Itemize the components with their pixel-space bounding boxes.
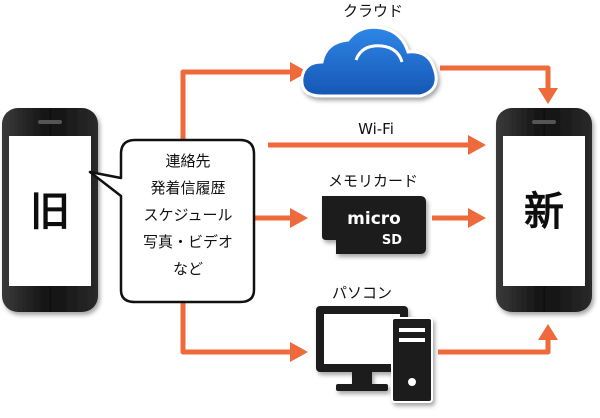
arrow-old-to-cloud: [180, 69, 292, 145]
wifi-label: Wi-Fi: [358, 120, 394, 138]
bubble-line-etc: など: [173, 260, 203, 278]
arrow-head-wifi: [468, 135, 486, 155]
transfer-arrows: [180, 62, 558, 362]
new-phone: 新: [496, 108, 592, 312]
arrow-head-pc-in: [290, 342, 308, 362]
old-phone-label: 旧: [30, 189, 70, 235]
bubble-line-contacts: 連絡先: [165, 152, 210, 170]
old-phone: 旧: [2, 108, 98, 312]
pc-label: パソコン: [332, 284, 392, 302]
arrow-head-pc-out: [538, 324, 558, 340]
memory-card-label: メモリカード: [328, 172, 418, 190]
arrow-head-cloud-out: [538, 88, 558, 104]
arrow-head-card-out: [468, 208, 486, 228]
arrow-cloud-to-new: [440, 65, 551, 90]
new-phone-label: 新: [524, 189, 564, 235]
bubble-line-schedule: スケジュール: [144, 206, 233, 224]
arrow-head-card-in: [290, 208, 308, 228]
microsd-card-icon: micro SD: [322, 196, 426, 254]
cloud-label: クラウド: [343, 2, 403, 20]
bubble-line-call-history: 発着信履歴: [150, 179, 225, 197]
bubble-line-photos-video: 写真・ビデオ: [143, 233, 233, 251]
card-text-sd: SD: [382, 233, 402, 248]
card-text-micro: micro: [347, 209, 401, 229]
arrow-pc-to-new: [438, 338, 551, 355]
arrow-old-to-pc: [180, 302, 292, 355]
desktop-pc-icon: [316, 306, 433, 403]
data-types-bubble: 連絡先 発着信履歴 スケジュール 写真・ビデオ など: [88, 138, 256, 304]
cloud-icon: [300, 25, 438, 98]
arrow-head-cloud-in: [290, 62, 308, 82]
